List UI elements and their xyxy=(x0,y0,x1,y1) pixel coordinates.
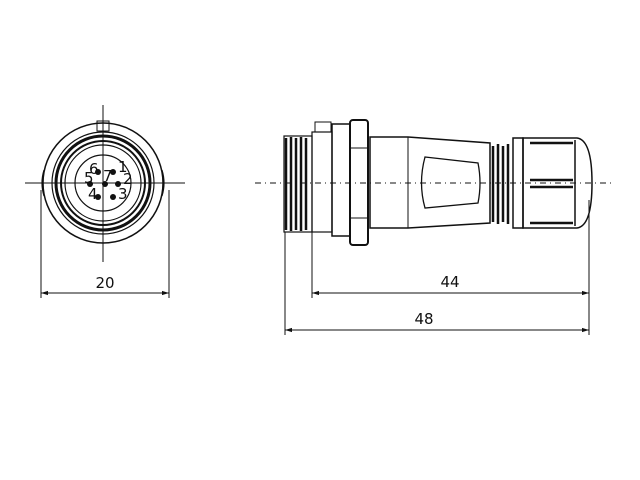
front-thread xyxy=(284,137,308,231)
pin-label: 1 xyxy=(118,158,128,176)
panel-nut xyxy=(349,119,369,246)
pin-label: 6 xyxy=(89,160,99,178)
grip-window xyxy=(420,156,481,209)
rear-thread xyxy=(491,144,510,224)
pin-label: 5 xyxy=(84,169,94,187)
pins xyxy=(87,169,121,200)
pin-label: 2 xyxy=(123,170,133,188)
pin-insert xyxy=(74,154,132,212)
pin-label: 3 xyxy=(118,185,128,203)
front-view: 1 2 3 4 5 6 7 xyxy=(25,105,185,298)
pin-label: 4 xyxy=(88,185,98,203)
dimension-20-label: 20 xyxy=(95,274,114,292)
flange xyxy=(331,123,351,237)
cable-gland-cap xyxy=(522,137,593,229)
outer-ring xyxy=(42,122,164,244)
dimension-44-label: 44 xyxy=(440,273,459,291)
side-view xyxy=(255,119,615,335)
pin-label: 7 xyxy=(103,167,113,185)
dimension-48-label: 48 xyxy=(414,310,433,328)
